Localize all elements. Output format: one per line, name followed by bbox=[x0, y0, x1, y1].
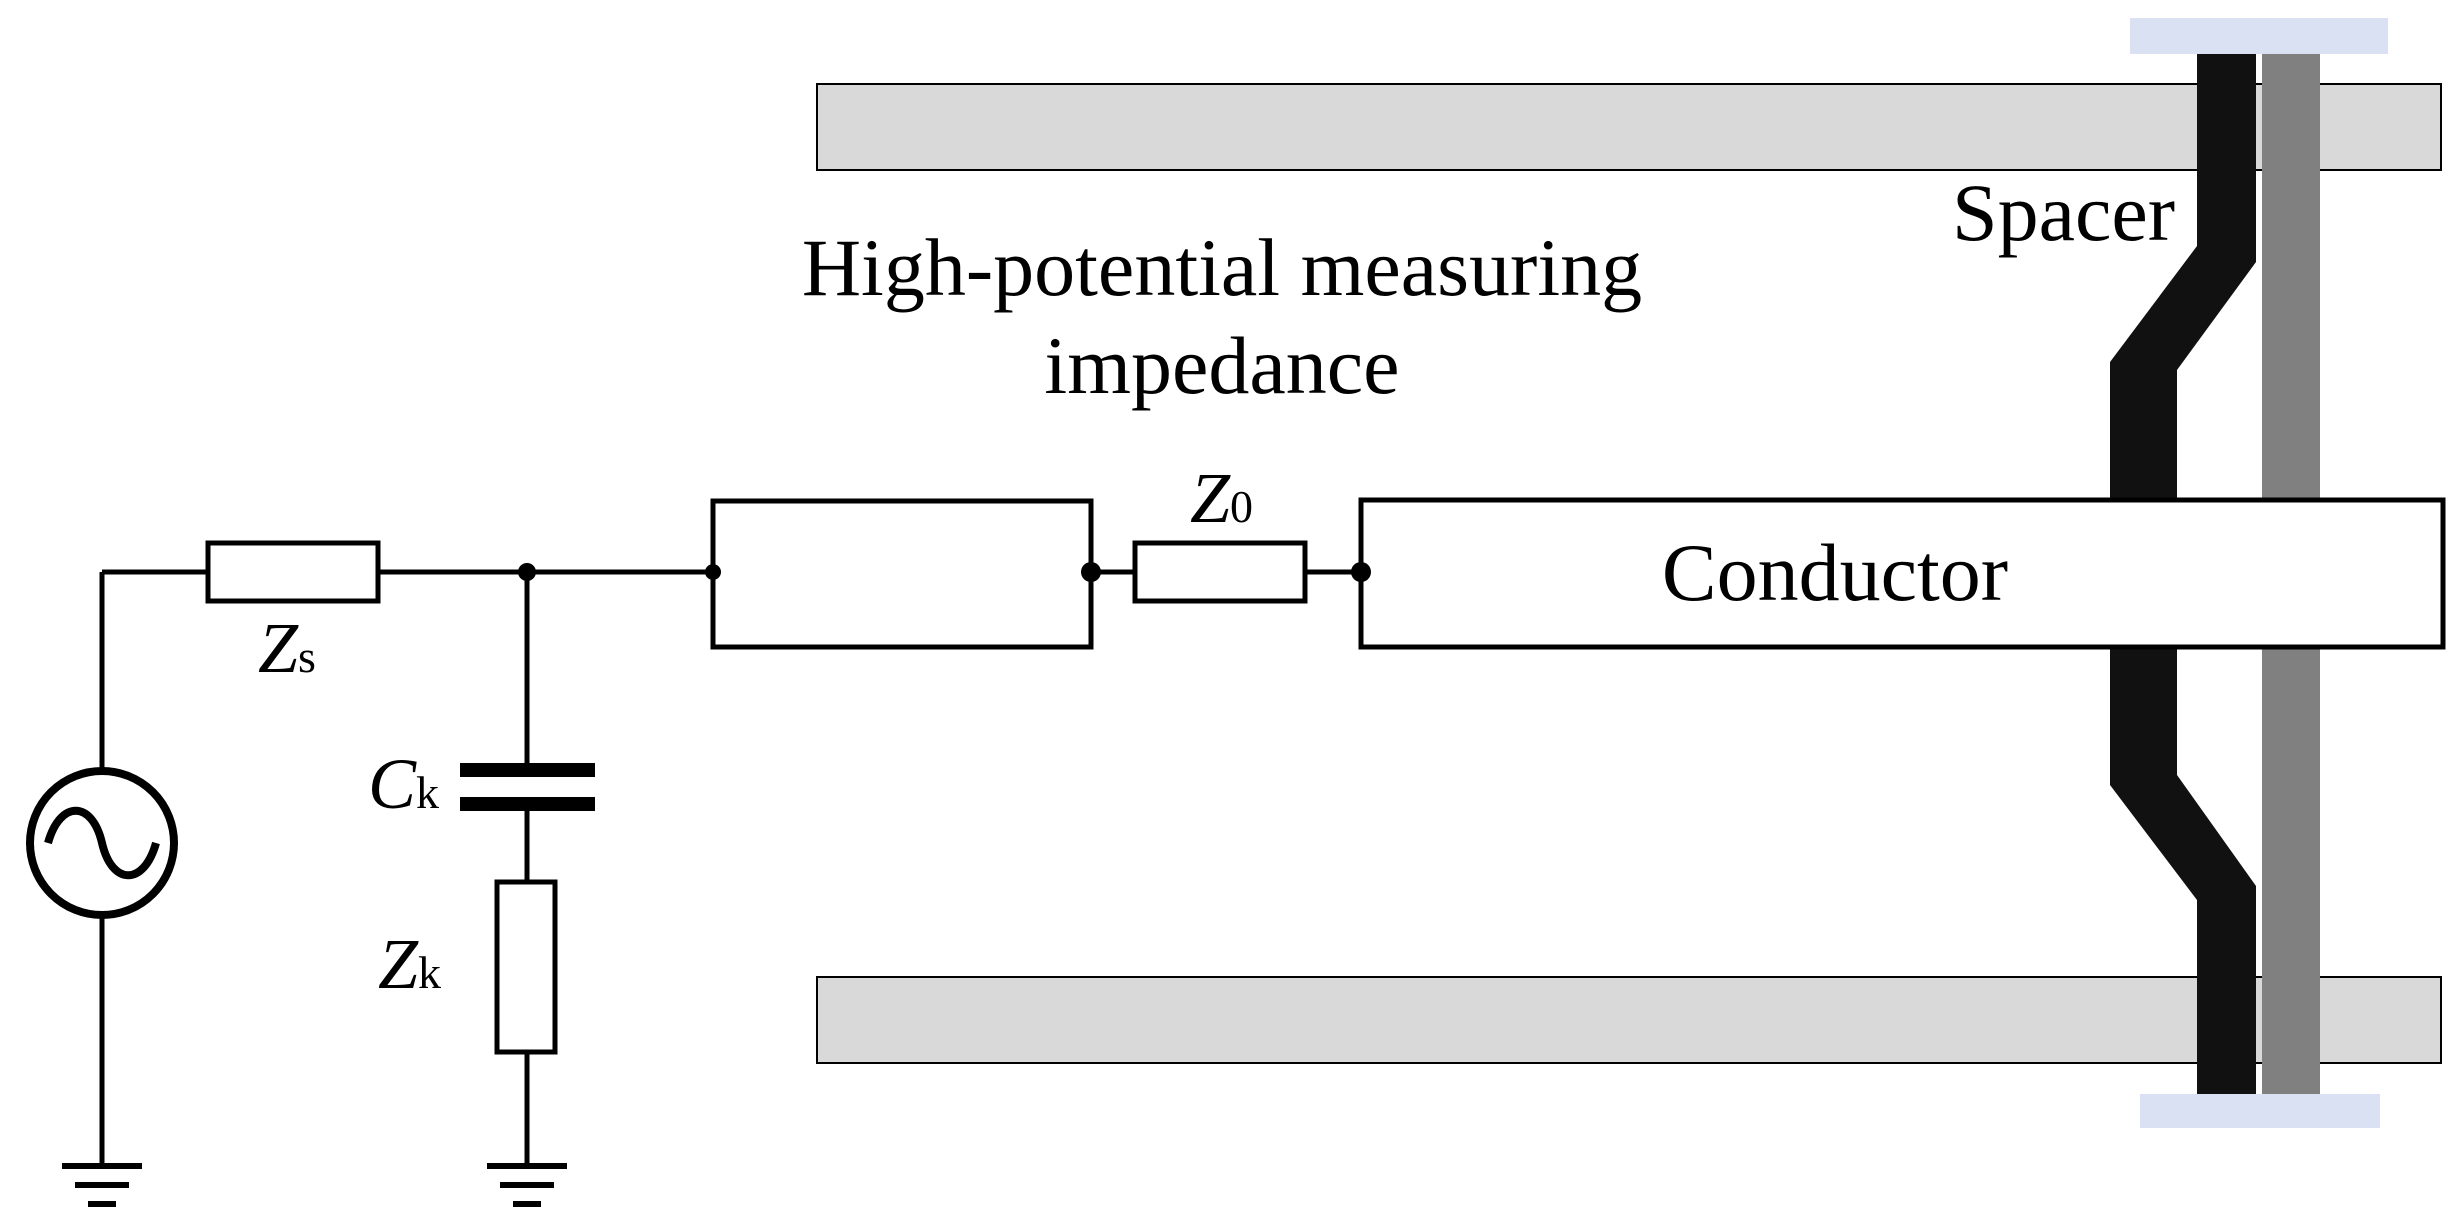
zk-resistor bbox=[494, 879, 558, 1055]
conductor-box bbox=[1358, 497, 2446, 650]
spacer-dark-upper bbox=[2110, 54, 2256, 500]
spacer-top-cap bbox=[2130, 18, 2388, 54]
zs-label: Zs bbox=[258, 608, 316, 688]
title-line-2: impedance bbox=[1044, 320, 1399, 411]
enclosure-top-wall bbox=[816, 83, 2442, 171]
junction-dot bbox=[705, 564, 721, 580]
z0-label: Z0 bbox=[1190, 458, 1253, 538]
ck-capacitor bbox=[460, 763, 595, 811]
junction-dot bbox=[518, 563, 536, 581]
conductor-label: Conductor bbox=[1662, 527, 2008, 618]
z0-resistor bbox=[1132, 540, 1308, 604]
zk-label: Zk bbox=[378, 924, 441, 1004]
junction-dot bbox=[1081, 562, 1101, 582]
measuring-impedance-box bbox=[710, 498, 1094, 650]
junction-dot bbox=[1351, 562, 1371, 582]
zs-resistor bbox=[205, 540, 381, 604]
spacer-label: Spacer bbox=[1952, 167, 2175, 258]
ground-icon bbox=[62, 1163, 142, 1207]
title-line-1: High-potential measuring bbox=[802, 222, 1642, 313]
ck-label: Ck bbox=[368, 744, 439, 824]
enclosure-bottom-wall bbox=[816, 976, 2442, 1064]
ground-icon bbox=[487, 1163, 567, 1207]
wires bbox=[99, 569, 1361, 1166]
spacer-dark-lower bbox=[2110, 647, 2256, 1094]
spacer-bottom-cap bbox=[2140, 1094, 2380, 1128]
ac-source-icon bbox=[26, 767, 178, 919]
